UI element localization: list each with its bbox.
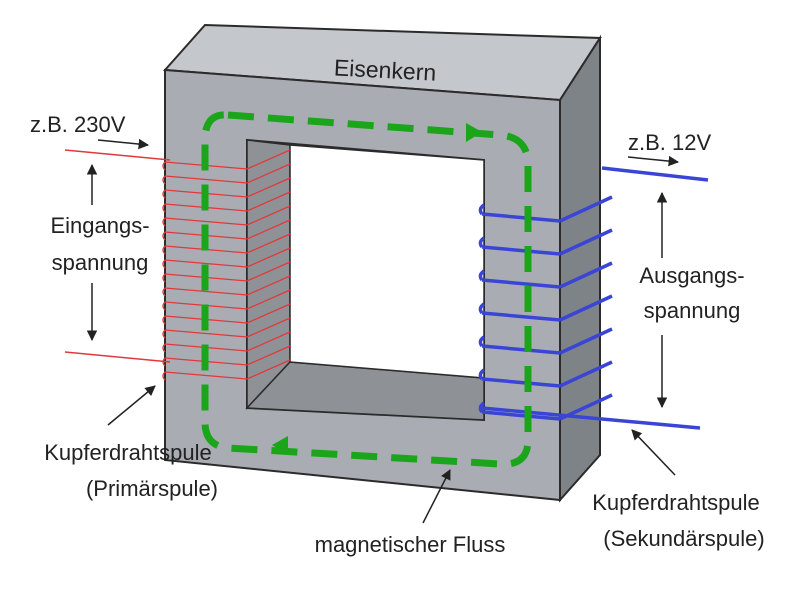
secondary-lead-in	[481, 406, 701, 430]
secondary-winding-edge	[478, 236, 486, 249]
secondary-winding-side	[559, 360, 613, 388]
input-label-line1: Eingangs-	[50, 213, 149, 238]
secondary-winding-side	[559, 393, 613, 421]
secondary-winding-front	[481, 410, 561, 421]
primary-winding-inner	[246, 149, 291, 170]
output-label-line2: spannung	[644, 298, 741, 323]
core-side-face	[559, 34, 601, 503]
primary-winding-edge	[162, 371, 166, 381]
primary-winding-edge	[162, 217, 166, 227]
primary-winding-edge	[162, 259, 166, 269]
primary-winding-front	[164, 329, 248, 338]
primary-coil-label-line1: Kupferdrahtspule	[44, 440, 212, 465]
primary-winding-front	[164, 287, 248, 296]
primary-winding-edge	[162, 189, 166, 199]
primary-winding-edge	[162, 273, 166, 283]
primary-winding-edge	[162, 343, 166, 353]
primary-coil-label-line2: (Primärspule)	[86, 476, 218, 501]
secondary-coil-label-line2: (Sekundärspule)	[603, 526, 764, 551]
secondary-winding-edge	[478, 269, 486, 282]
flux-pointer-arrow	[422, 469, 451, 524]
primary-winding-inner	[246, 191, 291, 212]
secondary-winding-side	[559, 195, 613, 223]
secondary-winding-front	[481, 278, 561, 289]
primary-winding-inner	[246, 275, 291, 296]
primary-winding-inner	[246, 331, 291, 352]
primary-winding-edge	[162, 329, 166, 339]
iron-core	[162, 23, 602, 503]
secondary-coil	[478, 166, 709, 430]
primary-winding-inner	[246, 233, 291, 254]
primary-winding-inner	[246, 289, 291, 310]
primary-winding-front	[164, 371, 248, 380]
secondary-winding-side	[559, 228, 613, 256]
secondary-coil-label-line1: Kupferdrahtspule	[592, 490, 760, 515]
primary-winding-edge	[162, 357, 166, 367]
secondary-lead-out	[601, 166, 709, 182]
primary-winding-front	[164, 259, 248, 268]
primary-winding-inner	[246, 359, 291, 380]
input-voltage-arrow	[97, 138, 150, 150]
input-voltage-label: z.B. 230V	[30, 112, 126, 137]
secondary-winding-front	[481, 311, 561, 322]
primary-coil	[64, 149, 291, 381]
primary-winding-front	[164, 175, 248, 184]
primary-winding-edge	[162, 231, 166, 241]
secondary-winding-edge	[478, 368, 486, 381]
flux-arrow-bottom-icon	[272, 436, 288, 455]
output-voltage-arrow	[627, 155, 680, 167]
secondary-winding-edge	[478, 401, 486, 414]
primary-winding-front	[164, 217, 248, 226]
secondary-winding-side	[559, 294, 613, 322]
primary-winding-inner	[246, 261, 291, 282]
secondary-winding-edge	[478, 302, 486, 315]
primary-lead-in	[64, 149, 171, 161]
input-label-line2: spannung	[52, 250, 149, 275]
magnetic-flux-loop	[201, 111, 532, 468]
secondary-winding-front	[481, 377, 561, 388]
primary-winding-edge	[162, 315, 166, 325]
flux-arrow-top-icon	[466, 123, 482, 142]
primary-pointer-arrow	[107, 385, 156, 426]
secondary-winding-front	[481, 212, 561, 223]
core-label: Eisenkern	[333, 54, 437, 85]
primary-lead-out	[64, 351, 171, 363]
primary-winding-inner	[246, 219, 291, 240]
secondary-winding-side	[559, 327, 613, 355]
primary-winding-edge	[162, 301, 166, 311]
primary-winding-inner	[246, 205, 291, 226]
secondary-winding-edge	[478, 203, 486, 216]
primary-winding-edge	[162, 245, 166, 255]
flux-path	[201, 111, 532, 468]
primary-winding-inner	[246, 163, 291, 184]
core-window-opening	[289, 144, 485, 379]
primary-winding-edge	[162, 161, 166, 171]
primary-winding-inner	[246, 303, 291, 324]
output-label-line1: Ausgangs-	[639, 263, 744, 288]
primary-winding-inner	[246, 345, 291, 366]
secondary-winding-front	[481, 344, 561, 355]
secondary-winding-front	[481, 245, 561, 256]
primary-winding-inner	[246, 247, 291, 268]
output-voltage-label: z.B. 12V	[628, 130, 711, 155]
flux-label: magnetischer Fluss	[315, 532, 506, 557]
secondary-pointer-arrow	[631, 429, 676, 476]
primary-winding-edge	[162, 203, 166, 213]
secondary-winding-side	[559, 261, 613, 289]
primary-winding-inner	[246, 177, 291, 198]
primary-winding-edge	[162, 287, 166, 297]
primary-winding-inner	[246, 317, 291, 338]
secondary-winding-edge	[478, 335, 486, 348]
primary-winding-edge	[162, 175, 166, 185]
